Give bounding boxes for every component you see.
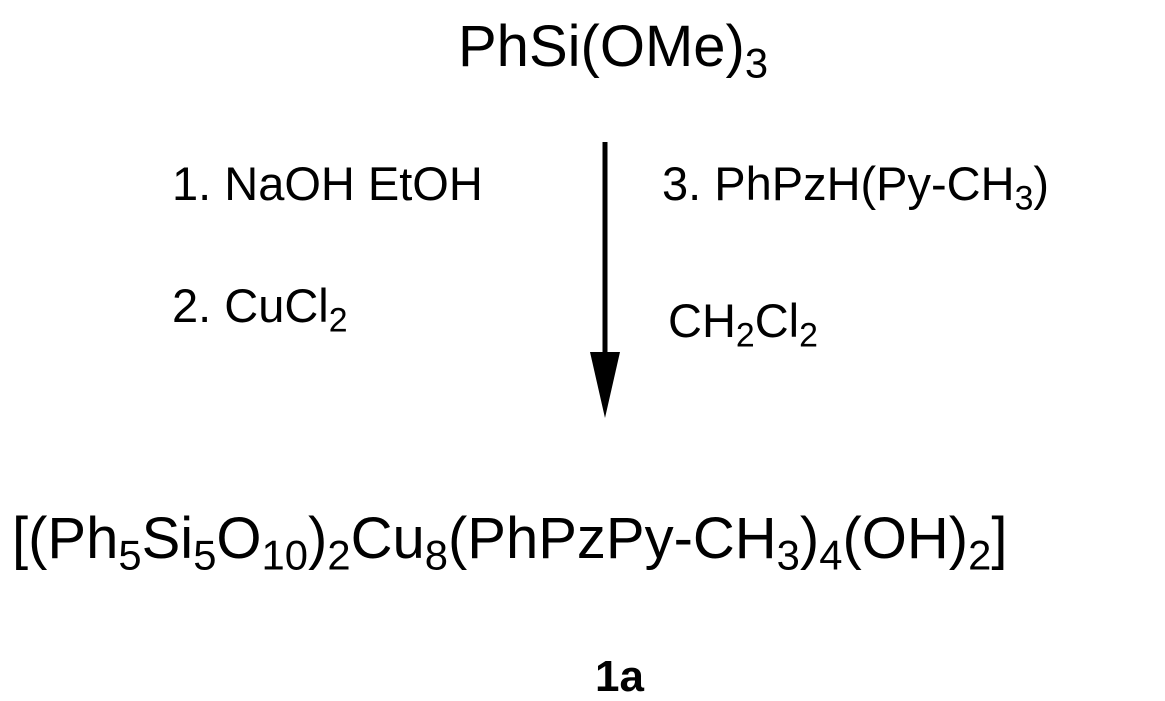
reaction-arrow xyxy=(590,142,620,418)
reactant-formula: PhSi(OMe)3 xyxy=(458,14,769,87)
solvent-formula: CH2Cl2 xyxy=(668,294,818,355)
compound-label: 1a xyxy=(595,652,644,701)
reaction-arrow-head xyxy=(590,352,620,418)
condition-step-1: 1. NaOH EtOH xyxy=(172,157,483,210)
product-formula: [(Ph5Si5O10)2Cu8(PhPzPy-CH3)4(OH)2] xyxy=(12,506,1008,579)
condition-step-2: 2. CuCl2 xyxy=(172,279,348,340)
condition-step-3: 3. PhPzH(Py-CH3) xyxy=(662,157,1050,218)
